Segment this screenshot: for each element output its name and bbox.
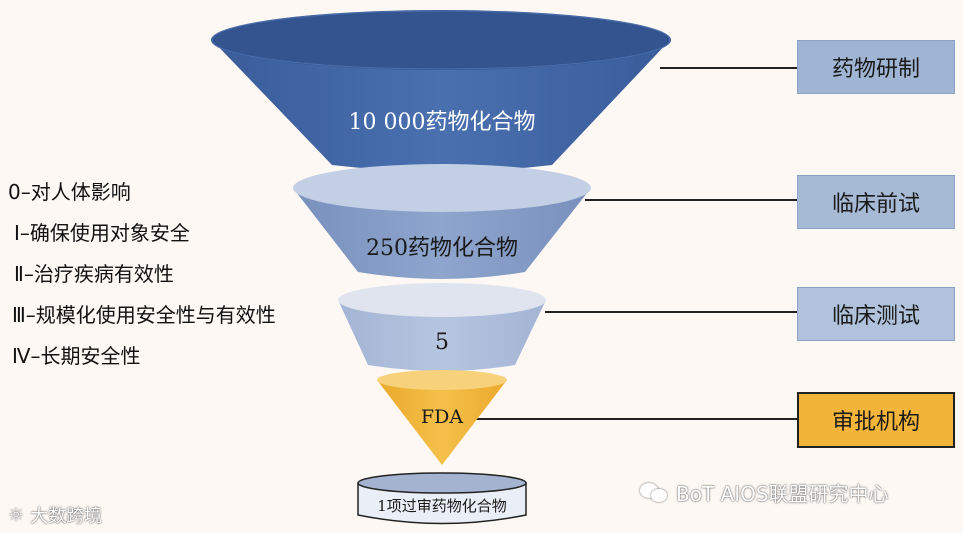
phase-box-clinical: 临床测试 [797,287,955,341]
wechat-icon [640,481,670,505]
phase-box-preclinical: 临床前试 [797,175,955,229]
watermark-left-text: 大数跨境 [30,502,102,528]
weibo-icon: ☼ [8,505,24,526]
legend-phase-4: Ⅳ–长期安全性 [8,336,293,377]
legend-phase-3: Ⅲ–规模化使用安全性与有效性 [8,295,293,336]
funnel-stage-3 [338,283,546,371]
legend-phase-1: Ⅰ–确保使用对象安全 [8,213,293,254]
funnel-stage-1 [211,10,671,172]
stage-3-label: 5 [392,330,492,355]
stage-fda-label: FDA [402,406,482,428]
legend-phase-0: 0–对人体影响 [8,172,293,213]
watermark-right: BoT AIOS联盟研究中心 [640,478,889,507]
result-label: 1项过审药物化合物 [360,495,524,516]
legend-phase-2: Ⅱ–治疗疾病有效性 [8,254,293,295]
stage-1-label: 10 000药物化合物 [332,104,552,136]
trial-phase-legend: 0–对人体影响 Ⅰ–确保使用对象安全 Ⅱ–治疗疾病有效性 Ⅲ–规模化使用安全性与… [8,172,293,377]
stage-2-label: 250药物化合物 [342,230,542,262]
watermark-right-text: BoT AIOS联盟研究中心 [676,478,889,507]
phase-box-research: 药物研制 [797,40,955,94]
watermark-left: ☼ 大数跨境 [8,502,102,528]
phase-box-approval: 审批机构 [797,392,955,448]
